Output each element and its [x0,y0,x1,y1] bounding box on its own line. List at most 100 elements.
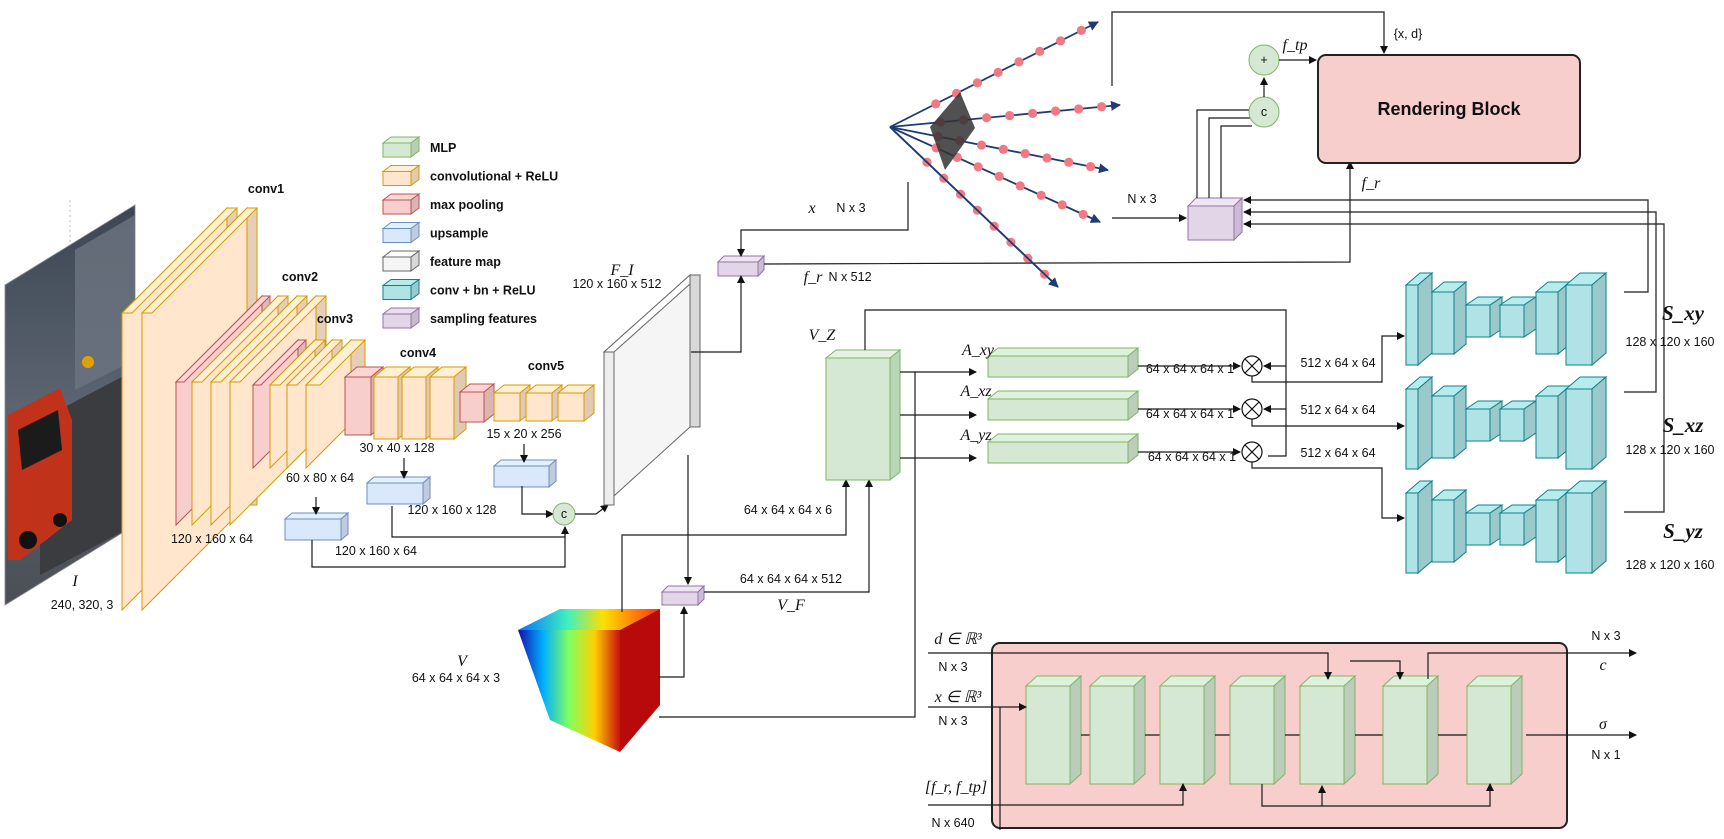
legend-label-4: feature map [430,255,501,269]
multiply-cross-b-0 [1244,358,1260,374]
conv1-label: conv1 [248,182,284,196]
arrow-volume-vz [621,479,850,612]
arrow-syz-sampler [1243,220,1665,513]
legend-swatch-4 [381,250,421,272]
arrow-c-out [1427,649,1637,679]
ray-3-sample-3 [973,162,983,172]
arrow-x-sample [737,182,909,257]
ray-1-sample-5 [1028,108,1038,118]
ayz-dims: 64 x 64 x 64 x 1 [1148,450,1236,464]
axz-symbol: A_xz [959,383,992,400]
ray-0-sample-3 [972,78,982,88]
rendering-fr-symbol: f_r [1362,175,1381,192]
axz-dims: 64 x 64 x 64 x 1 [1146,407,1234,421]
unet-1-block-6 [1564,375,1608,471]
decoder-d-input: d ∈ ℝ³ [934,631,982,648]
plane-xy-dims: 512 x 64 x 64 [1300,356,1375,370]
ray-0-sample-5 [1014,57,1024,67]
arrow-sxz-sampler [1243,208,1657,393]
ray-0-sample-6 [1035,46,1045,57]
upsample-b [365,475,432,506]
sample-fr-symbol: f_r [804,269,823,286]
ray-2-sample-4 [998,144,1008,154]
arrow-mul-unet-2 [1251,462,1405,522]
conv5-conv-2 [524,383,564,423]
plane-xy-out-dims: 128 x 120 x 160 [1626,335,1715,349]
sampling-node-right [1186,196,1244,242]
volume-symbol: V [457,653,469,670]
decoder-mlp-3 [1228,674,1287,786]
plane-xz-dims: 512 x 64 x 64 [1300,403,1375,417]
top-concat-symbol: c [1261,105,1267,119]
vz-block [824,348,902,482]
unet-0-block-5 [1534,280,1572,356]
rendering-xd-label: {x, d} [1394,27,1423,41]
arrow-skip-decoder [1350,660,1404,680]
ray-3-sample-5 [1015,181,1025,191]
unet-1-block-5 [1534,384,1572,460]
plane-yz-symbol: S_yz [1663,519,1704,543]
arrow-f-decoder [928,783,1187,806]
decoder-mlp-4 [1298,674,1357,786]
decoder-f-dims: N x 640 [931,816,974,830]
conv4-label: conv4 [400,346,436,360]
unet-2-block-3 [1464,504,1504,546]
plane-xz-symbol: S_xz [1663,413,1705,437]
plane-unet-2 [1404,479,1608,575]
ray-1 [889,100,1121,128]
arrow-sampler-concat-a [1196,106,1263,198]
decoder-d-dims: N x 3 [938,660,967,674]
upsample-blocks [283,458,558,542]
unet-2-block-2 [1430,488,1468,564]
encoder-concat-symbol: c [561,507,567,521]
decoder-mlp-0 [1024,674,1083,786]
legend-swatch-2 [381,193,421,215]
legend-label-5: conv + bn + ReLU [430,284,536,298]
arrow-up-b-concat [391,506,566,538]
decoder-f-input: [f_r, f_tp] [925,779,987,796]
arrow-vf-vz [704,479,873,593]
unet-2-block-4 [1498,504,1538,546]
ray-3-sample-8 [1078,209,1088,219]
decoder-mlps [1024,674,1524,786]
ray-3-sample-4 [994,171,1004,181]
ray-2-sample-6 [1042,153,1052,163]
attention-mlp-2 [986,432,1140,465]
ray-2-sample-5 [1020,149,1030,159]
decoder-mlp-5 [1381,674,1440,786]
ayz-symbol: A_yz [959,427,992,444]
arrow-sampler-concat-c [1220,125,1252,198]
attention-mlp-1 [986,389,1140,422]
legend-label-0: MLP [430,141,456,155]
unet-2-block-5 [1534,488,1572,564]
arrow-sampler-concat-b [1208,117,1250,198]
legend-swatch-1 [381,164,421,187]
conv5-pool [458,382,496,424]
rendering-block [1317,54,1581,164]
conv5-conv-1 [492,383,532,423]
plane-yz-out-dims: 128 x 120 x 160 [1626,558,1715,572]
conv5-dims: 15 x 20 x 256 [486,427,561,441]
vf-dims: 64 x 64 x 64 x 512 [740,572,842,586]
plane-unet-1 [1404,375,1608,471]
decoder-c-output: c [1599,657,1606,674]
decoder-mlp-1 [1088,674,1147,786]
ray-0 [889,21,1099,128]
sample-fr-dims: N x 512 [828,270,871,284]
arrow-up-a-concat [311,526,569,568]
ray-2-sample-3 [976,140,987,150]
plane-unet-0 [1404,271,1608,367]
decoder-mlp-6 [1465,674,1524,786]
ray-1-sample-7 [1074,104,1084,114]
decoder-x-dims: N x 3 [938,714,967,728]
volume-dims: 64 x 64 x 64 x 3 [412,671,500,685]
ray-1-sample-8 [1097,102,1107,112]
input-image-symbol: I [71,573,78,590]
sampling-node-top [716,254,766,278]
vz-input-dims: 64 x 64 x 64 x 6 [744,503,832,517]
image-plane [930,92,975,170]
upsample-a [283,511,350,542]
arrow-sxy-sampler [1243,196,1649,293]
